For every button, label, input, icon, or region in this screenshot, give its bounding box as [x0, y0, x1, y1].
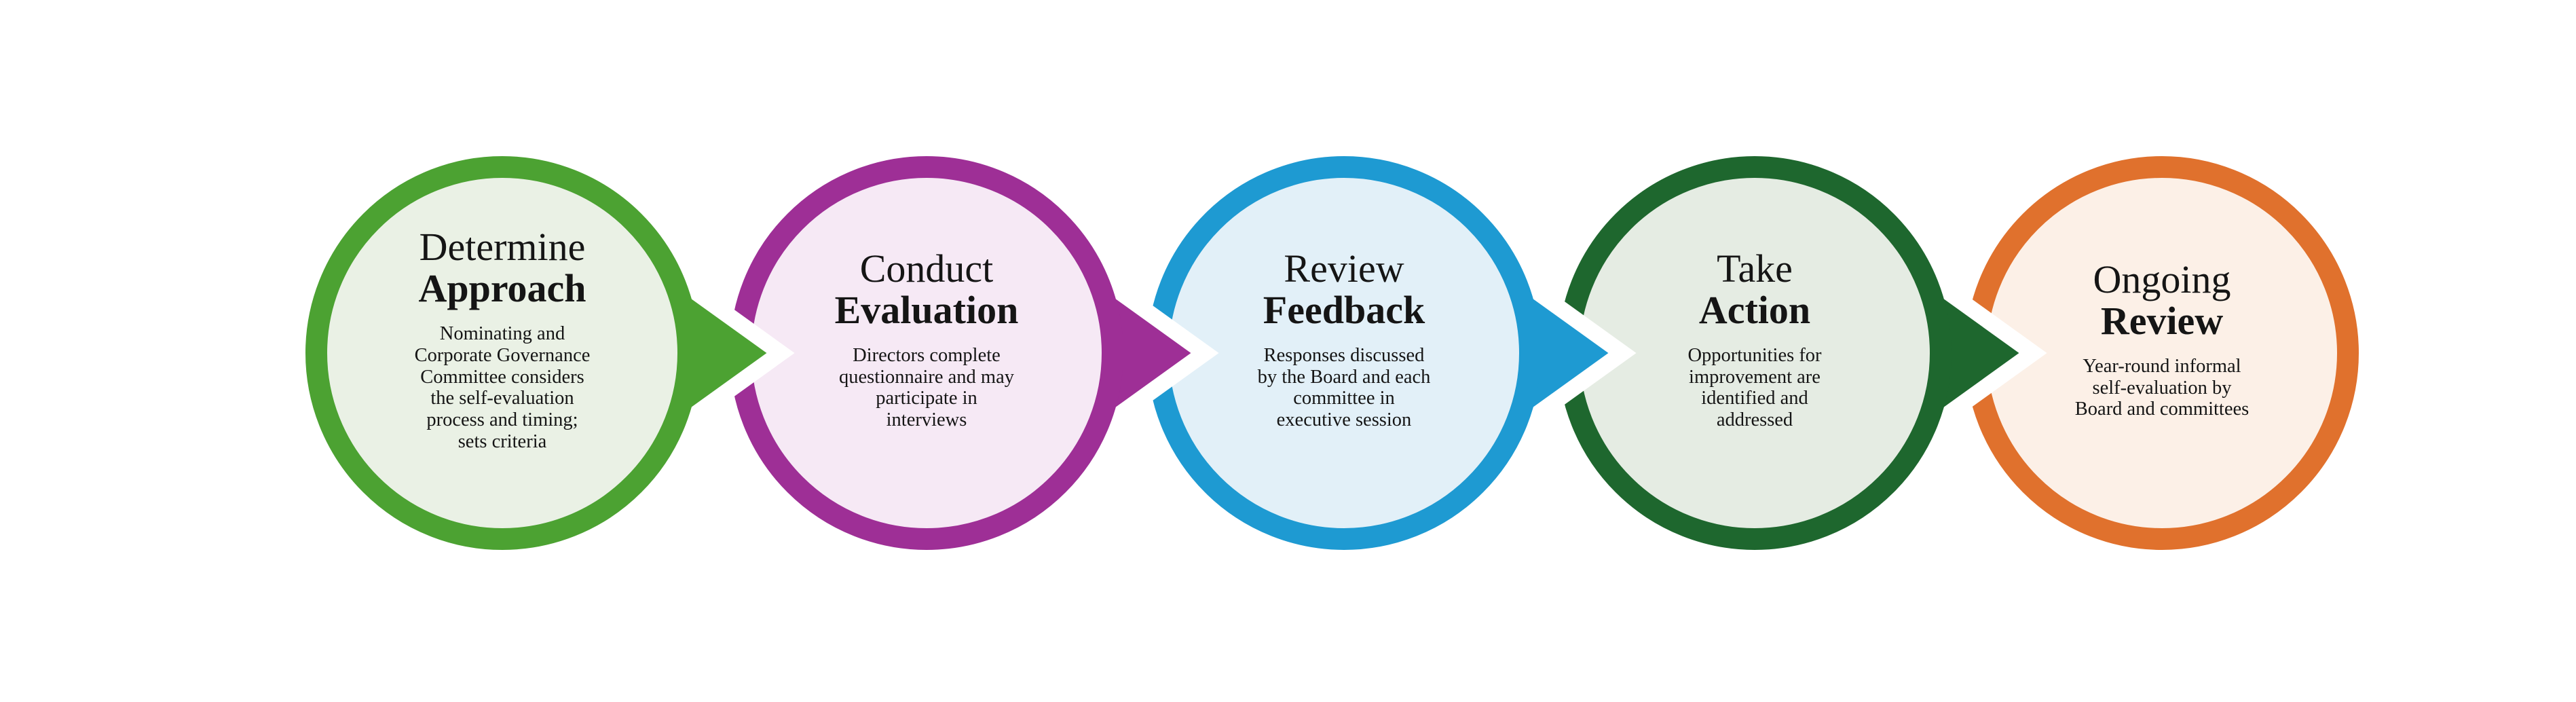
stage-2-circle [730, 156, 1123, 550]
stage-1-circle [305, 156, 699, 550]
